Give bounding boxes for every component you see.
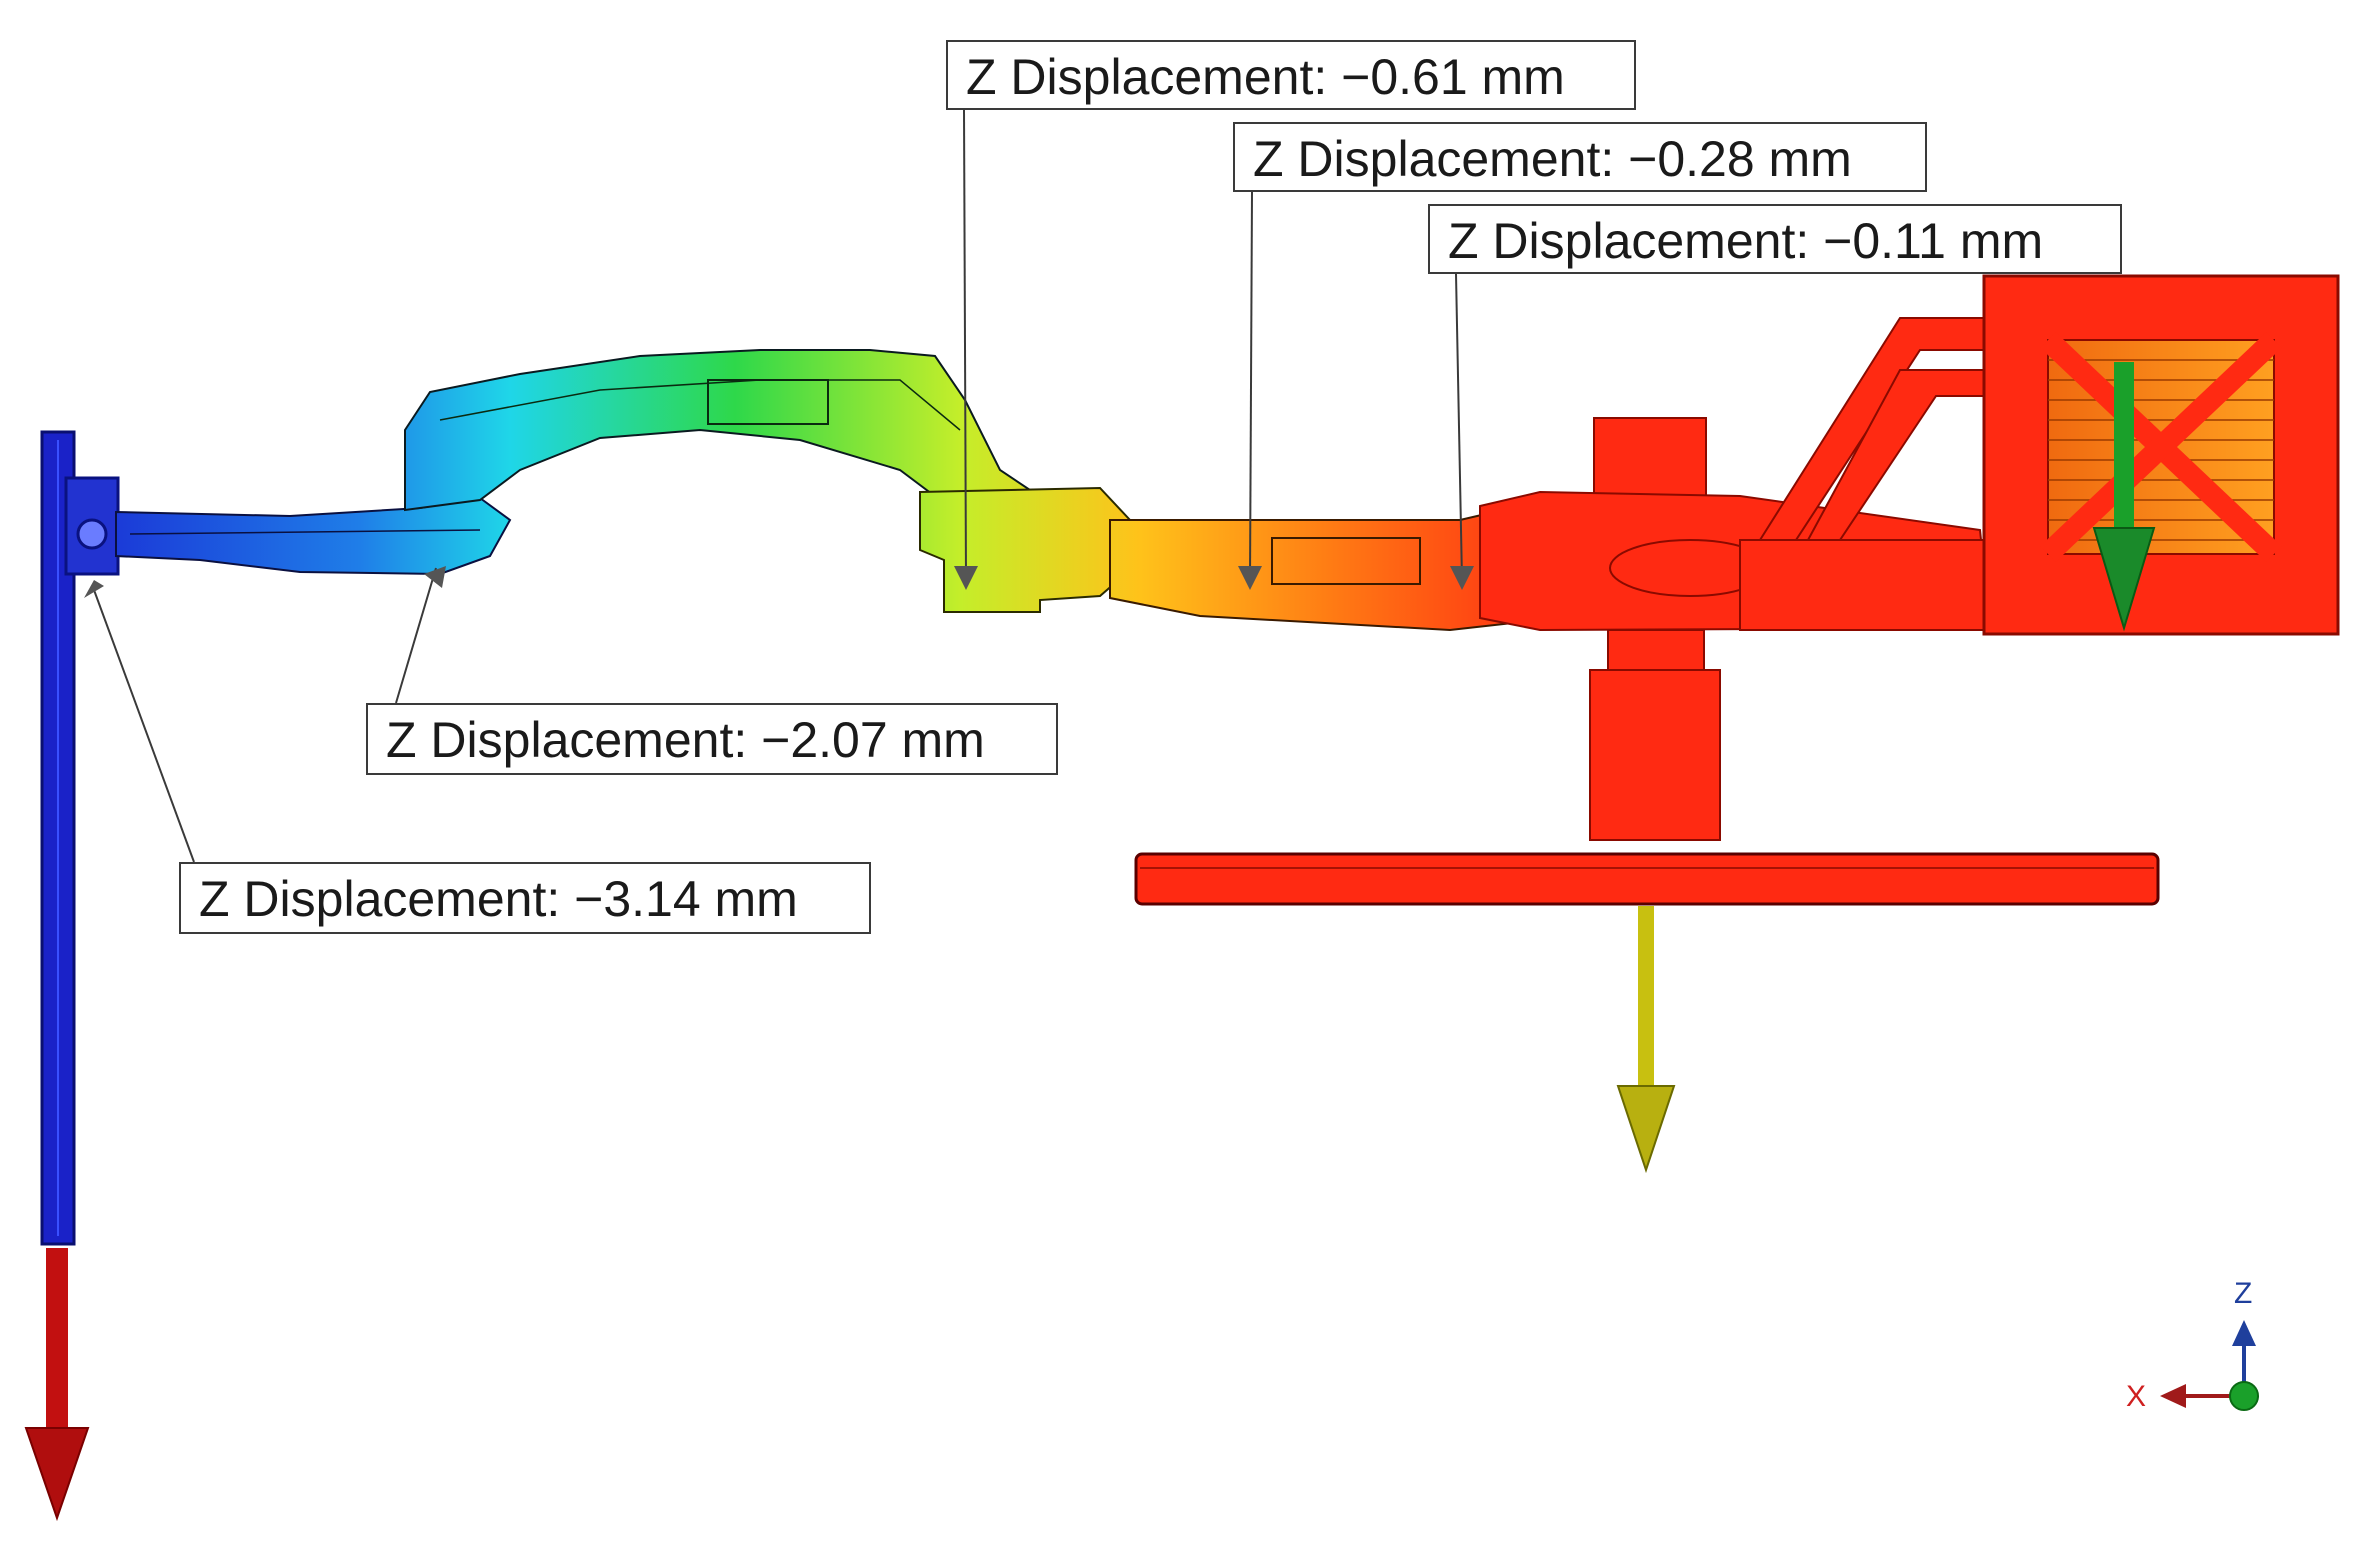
arm-forearm (1109, 505, 1541, 632)
load-arrow-left (24, 1248, 90, 1522)
elbow-joint (919, 486, 1131, 613)
axis-z-label: Z (2234, 1277, 2253, 1310)
callout-z-displacement-0-61: Z Displacement: −0.61 mm (946, 40, 1636, 110)
support-column (40, 430, 120, 1246)
axis-x-label: X (2126, 1380, 2147, 1413)
load-arrow-right (2092, 362, 2156, 632)
base-body (1134, 274, 2340, 906)
arm-link-lower (115, 496, 512, 576)
triad-icon (2160, 1320, 2259, 1411)
callout-z-displacement-3-14: Z Displacement: −3.14 mm (179, 862, 871, 934)
callout-z-displacement-0-28: Z Displacement: −0.28 mm (1233, 122, 1927, 192)
leader-lines (93, 109, 1463, 863)
callout-z-displacement-2-07: Z Displacement: −2.07 mm (366, 703, 1058, 775)
leader-arrowheads (84, 566, 1474, 598)
callout-z-displacement-0-11: Z Displacement: −0.11 mm (1428, 204, 2122, 274)
load-arrow-bottom (1616, 906, 1676, 1174)
arm-link-upper (404, 349, 1032, 512)
